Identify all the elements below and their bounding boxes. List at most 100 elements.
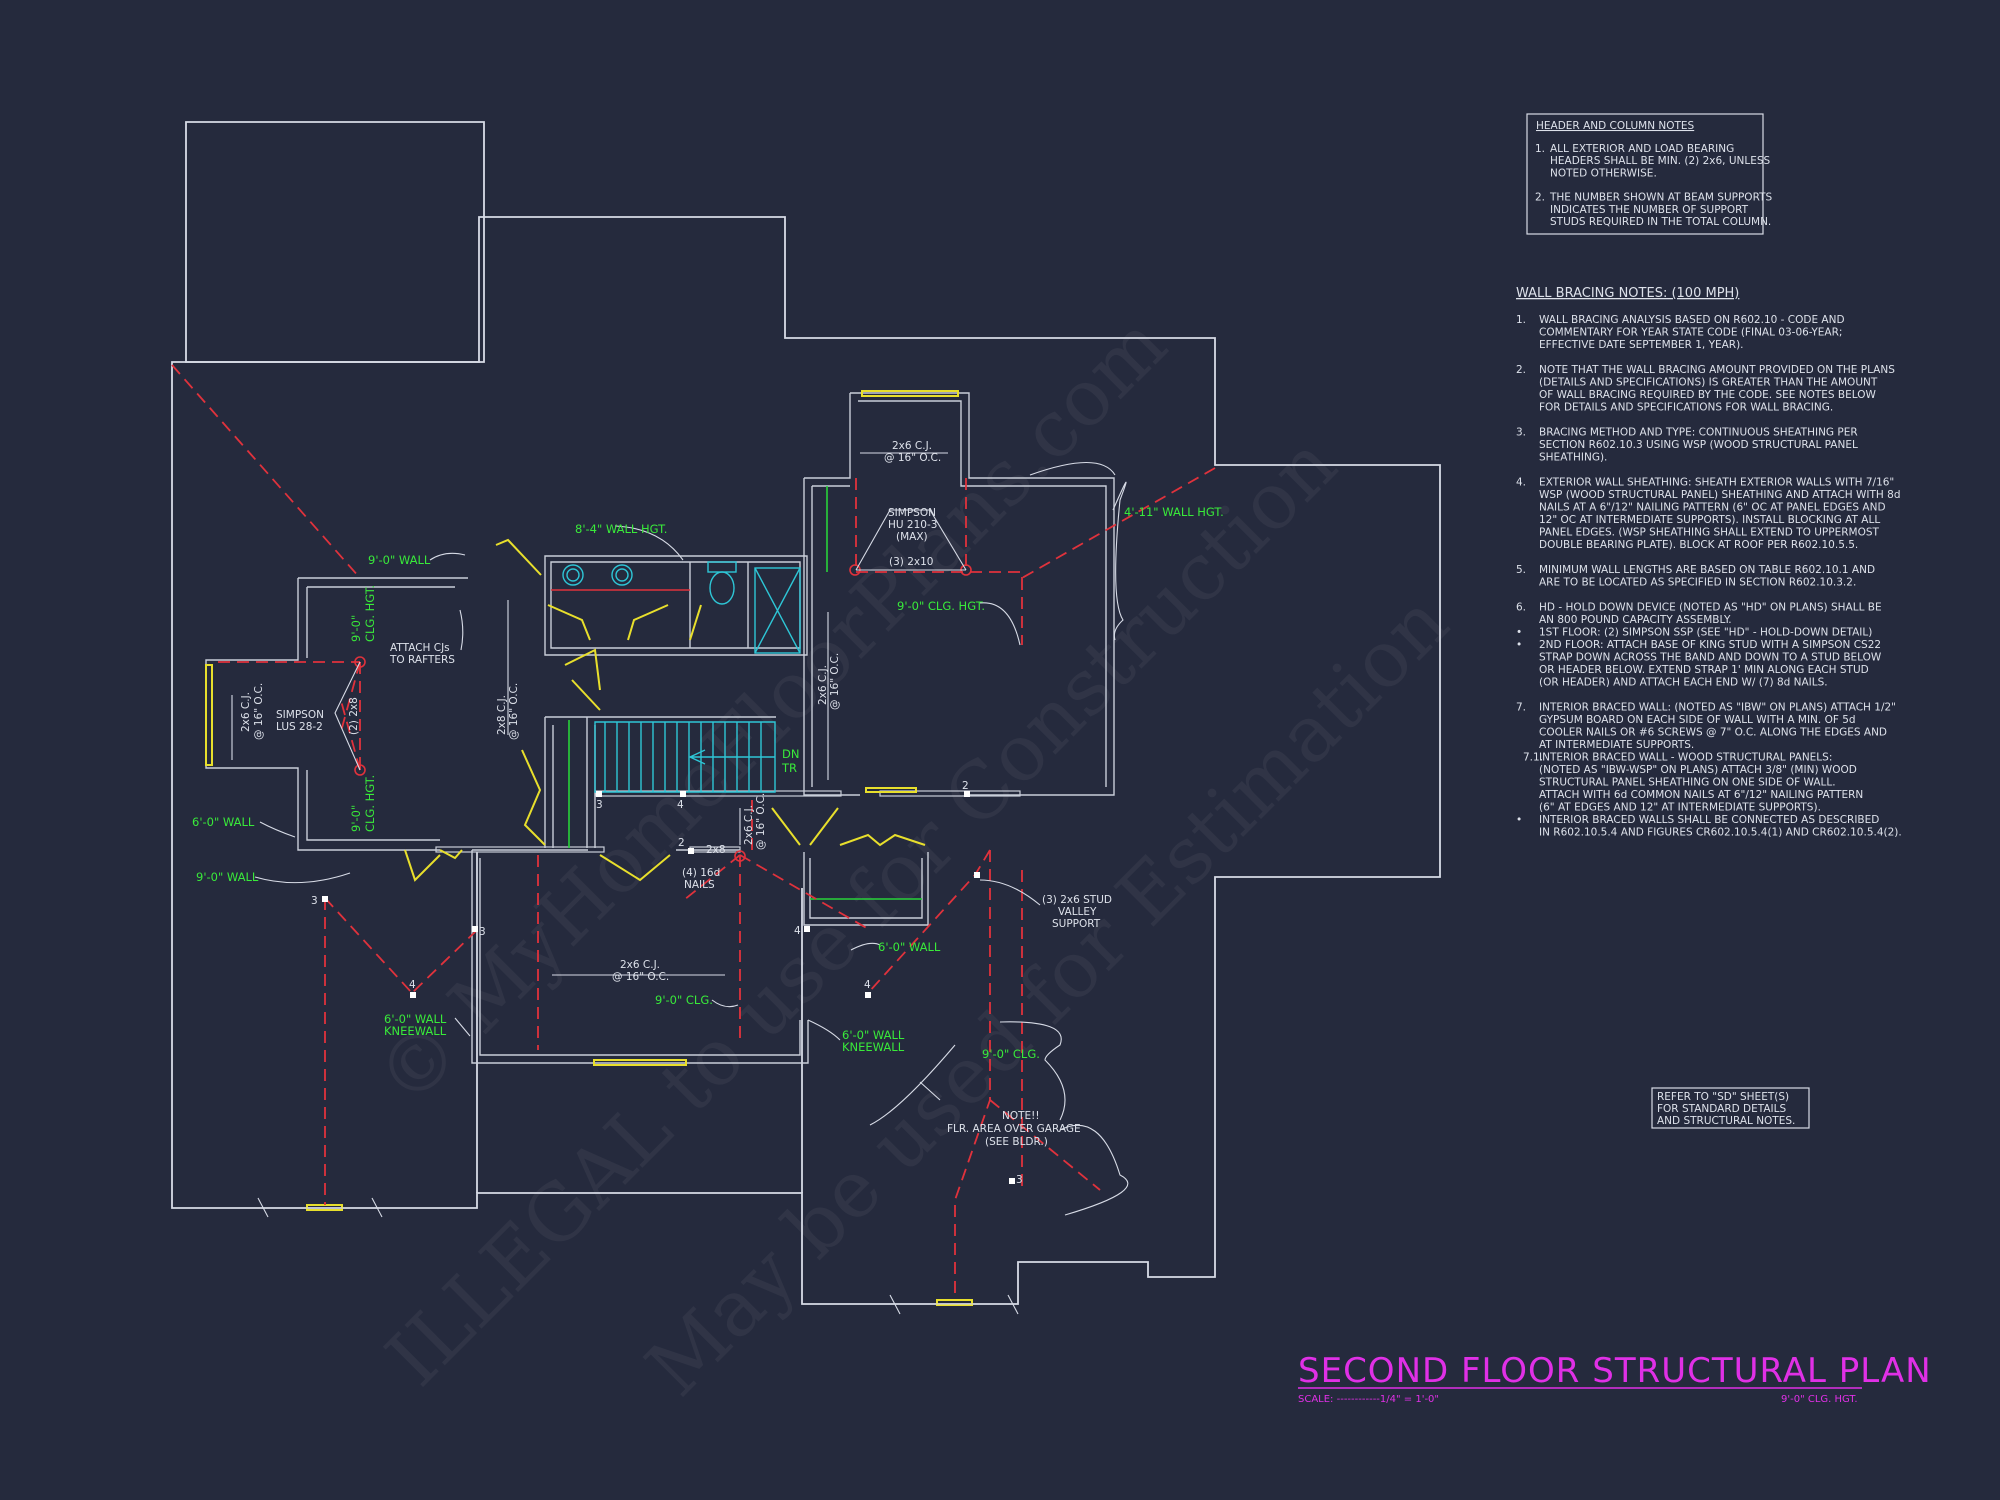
note-attach-cjs-a: ATTACH CJs <box>390 642 450 654</box>
note-line: STRAP DOWN ACROSS THE BAND AND DOWN TO A… <box>1539 652 1882 664</box>
label-6-0-wall-mid: 6'-0" WALL <box>878 940 941 954</box>
note-3-2x10: (3) 2x10 <box>889 556 933 568</box>
label-9-0-wall-left: 9'-0" WALL <box>196 870 259 884</box>
label-8-4-wall: 8'-4" WALL HGT. <box>575 522 667 536</box>
note-nails-b: NAILS <box>684 879 715 891</box>
note-cj-hall-b: @ 16" O.C. <box>508 683 520 740</box>
note-cj-stair-b: @ 16" O.C. <box>755 793 767 850</box>
note-line: (6" AT EDGES AND 12" AT INTERMEDIATE SUP… <box>1539 802 1821 814</box>
plan-scale: SCALE: ------------1/4" = 1'-0" <box>1298 1394 1439 1405</box>
structural-annotations: ATTACH CJs TO RAFTERS SIMPSON LUS 28-2 2… <box>240 440 1112 1148</box>
note-line: (DETAILS AND SPECIFICATIONS) IS GREATER … <box>1539 377 1878 389</box>
note-line: FOR DETAILS AND SPECIFICATIONS FOR WALL … <box>1539 402 1833 414</box>
header-column-notes: HEADER AND COLUMN NOTES 1.ALL EXTERIOR A… <box>1526 113 1773 235</box>
note-line: NOTE THAT THE WALL BRACING AMOUNT PROVID… <box>1539 364 1895 376</box>
column-count: 3 <box>479 926 486 938</box>
refer-note-line: FOR STANDARD DETAILS <box>1657 1103 1786 1115</box>
plan-title: SECOND FLOOR STRUCTURAL PLAN <box>1298 1351 1932 1391</box>
label-kneewall-right-b: KNEEWALL <box>842 1040 905 1054</box>
note-attach-cjs-b: TO RAFTERS <box>389 654 455 666</box>
column-posts <box>322 791 1015 1184</box>
label-dn: DN <box>782 747 799 761</box>
note-number: • <box>1516 639 1522 651</box>
note-line: (NOTED AS "IBW-WSP" ON PLANS) ATTACH 3/8… <box>1539 764 1857 776</box>
note-number: 6. <box>1516 602 1526 614</box>
note-line: SECTION R602.10.3 USING WSP (WOOD STRUCT… <box>1539 439 1858 451</box>
note-simpson-hu-a: SIMPSON <box>888 507 936 519</box>
door-swings <box>205 390 1019 1315</box>
wall-bracing-notes: WALL BRACING NOTES: (100 MPH) 1.WALL BRA… <box>1516 286 1902 839</box>
dimension-arrows <box>231 452 948 976</box>
label-6-0-wall-left: 6'-0" WALL <box>192 815 255 829</box>
beam-lines <box>171 364 1216 1300</box>
label-tr: TR <box>781 761 797 775</box>
note-cj-right-a: 2x6 C.J. <box>817 665 829 705</box>
note-line: 1ST FLOOR: (2) SIMPSON SSP (SEE "HD" - H… <box>1539 627 1872 639</box>
note-cj-top-a: 2x6 C.J. <box>892 440 932 452</box>
note-line: EXTERIOR WALL SHEATHING: SHEATH EXTERIOR… <box>1539 477 1894 489</box>
note-simpson-lus-b: LUS 28-2 <box>276 721 323 733</box>
column-count: 3 <box>311 895 318 907</box>
note-cj-hall-a: 2x8 C.J. <box>496 695 508 735</box>
note-line: THE NUMBER SHOWN AT BEAM SUPPORTS <box>1549 192 1773 204</box>
plan-ceiling-height: 9'-0" CLG. HGT. <box>1781 1394 1858 1405</box>
note-line: HEADERS SHALL BE MIN. (2) 2x6, UNLESS <box>1550 155 1771 167</box>
note-number: • <box>1516 627 1522 639</box>
note-nails-a: (4) 16d <box>682 867 720 879</box>
note-line: MINIMUM WALL LENGTHS ARE BASED ON TABLE … <box>1539 564 1875 576</box>
label-kneewall-right-a: 6'-0" WALL <box>842 1028 905 1042</box>
note-cj-stair-a: 2x6 C.J. <box>743 805 755 845</box>
note-simpson-lus-a: SIMPSON <box>276 709 324 721</box>
note-line: WALL BRACING ANALYSIS BASED ON R602.10 -… <box>1539 314 1845 326</box>
note-garage-b: FLR. AREA OVER GARAGE <box>947 1123 1081 1135</box>
note-line: INTERIOR BRACED WALL - WOOD STRUCTURAL P… <box>1539 752 1832 764</box>
bath-fixtures <box>551 561 801 654</box>
label-9-0-clg-right: 9'-0" CLG. <box>982 1047 1040 1061</box>
note-line: ARE TO BE LOCATED AS SPECIFIED IN SECTIO… <box>1539 577 1856 589</box>
column-count: 4 <box>794 925 801 937</box>
refer-note-box: REFER TO "SD" SHEET(S) FOR STANDARD DETA… <box>1651 1087 1810 1129</box>
note-line: IN R602.10.5.4 AND FIGURES CR602.10.5.4(… <box>1539 827 1902 839</box>
note-line: ATTACH WITH 6d COMMON NAILS AT 6"/12" NA… <box>1539 789 1863 801</box>
refer-note-line: REFER TO "SD" SHEET(S) <box>1657 1091 1789 1103</box>
refer-note-line: AND STRUCTURAL NOTES. <box>1657 1115 1795 1127</box>
note-cj-left-a: 2x6 C.J. <box>240 692 252 732</box>
note-number: 1. <box>1516 314 1526 326</box>
note-line: GYPSUM BOARD ON EACH SIDE OF WALL WITH A… <box>1539 714 1856 726</box>
note-2-2x8: (2) 2x8 <box>348 697 360 735</box>
note-line: STRUCTURAL PANEL SHEATHING ON ONE SIDE O… <box>1539 777 1836 789</box>
header-notes-title: HEADER AND COLUMN NOTES <box>1536 120 1695 132</box>
column-count: 4 <box>864 979 871 991</box>
note-line: NAILS AT A 6"/12" NAILING PATTERN (6" OC… <box>1539 502 1886 514</box>
note-number: • <box>1516 814 1522 826</box>
label-9-0-clg-left-a: 9'-0" <box>349 615 363 642</box>
note-line: NOTED OTHERWISE. <box>1550 167 1657 179</box>
column-counts: 3 4 3 3 2 2 4 4 4 3 <box>311 780 1023 1186</box>
note-line: BRACING METHOD AND TYPE: CONTINUOUS SHEA… <box>1539 427 1858 439</box>
note-cj-lower-b: @ 16" O.C. <box>612 971 669 983</box>
watermark-group: © MyHomeFloorPlans.com ILLEGAL to use fo… <box>360 299 1466 1413</box>
interior-walls <box>205 392 1115 1064</box>
note-simpson-hu-c: (MAX) <box>896 531 928 543</box>
note-cj-lower-a: 2x6 C.J. <box>620 959 660 971</box>
note-garage-c: (SEE BLDR.) <box>985 1136 1048 1148</box>
note-line: EFFECTIVE DATE SEPTEMBER 1, YEAR). <box>1539 339 1744 351</box>
note-line: INTERIOR BRACED WALLS SHALL BE CONNECTED… <box>1539 814 1879 826</box>
beam-connectors <box>334 509 972 862</box>
building-outline <box>171 121 1441 1305</box>
note-number: 2. <box>1516 364 1526 376</box>
note-garage-a: NOTE!! <box>1002 1110 1040 1122</box>
label-9-0-clg-mid: 9'-0" CLG. HGT. <box>897 599 985 613</box>
note-line: COOLER NAILS OR #6 SCREWS @ 7" O.C. ALON… <box>1539 727 1887 739</box>
note-cj-top-b: @ 16" O.C. <box>884 452 941 464</box>
note-line: PANEL EDGES. (WSP SHEATHING SHALL EXTEND… <box>1539 527 1879 539</box>
note-line: OR HEADER BELOW. EXTEND STRAP 1' MIN ALO… <box>1539 664 1869 676</box>
note-line: OF WALL BRACING REQUIRED BY THE CODE. SE… <box>1539 389 1876 401</box>
note-number: 7.1. <box>1523 752 1543 764</box>
label-9-0-clg-bottom: 9'-0" CLG. <box>655 993 713 1007</box>
note-line: AN 800 POUND CAPACITY ASSEMBLY. <box>1539 614 1732 626</box>
note-simpson-hu-b: HU 210-3 <box>888 519 937 531</box>
label-4-11-wall: 4'-11" WALL HGT. <box>1124 505 1224 519</box>
column-count: 3 <box>1016 1174 1023 1186</box>
